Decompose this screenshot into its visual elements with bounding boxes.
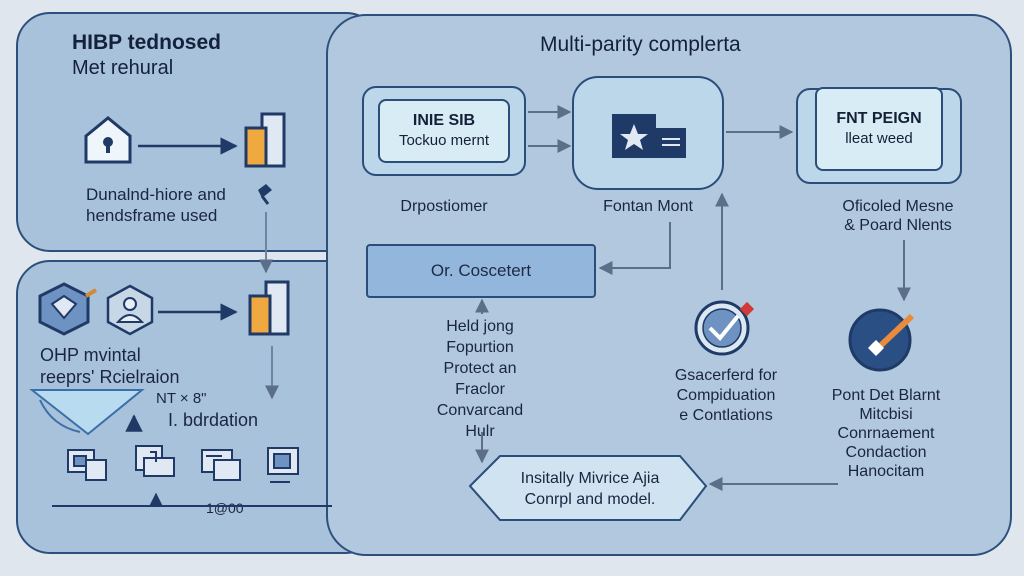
document-stack-icon [244,112,286,168]
result-box: FNT PEIGN lleat weed [815,87,943,171]
result-box-title: FNT PEIGN [836,110,922,127]
left-top-caption-line1: Dunalnd-hiore and [86,185,226,204]
device-icon-2 [135,445,175,477]
lock-shield-icon [84,116,132,164]
left-bottom-formula: NT × 8" [156,390,207,407]
result-caption-line2: & Poard Nlents [844,217,952,234]
left-top-panel [16,12,380,252]
right-caption: Pont Det Blarnt Mitcbisi Conrnaement Con… [831,387,941,480]
source-box: INIE SIB Tockuo mernt [378,99,510,163]
document-stack-icon-2 [248,280,290,336]
diamond-shape-icon [29,389,145,436]
main-title: Multi-parity complerta [540,33,741,56]
center-node-caption: Fontan Mont [603,198,693,215]
check-caption: Gsacerferd for Compiduation e Contlation… [674,367,778,424]
pencil-edit-icon [848,308,915,372]
id-card-icon [612,114,686,158]
result-caption-line1: Oficoled Mesne [842,198,954,215]
left-bottom-axis-label: 1@00 [206,500,244,516]
small-link-icon [258,184,272,205]
source-box-outer: INIE SIB Tockuo mernt [362,86,526,176]
left-bottom-sub: I. bdrdation [168,410,259,430]
left-top-title-line1: HIBP tednosed [72,31,221,54]
result-box-outer: FNT PEIGN lleat weed [796,87,962,184]
device-icon-4 [267,447,299,483]
check-circle-icon [694,300,755,356]
source-box-title: INIE SIB [412,112,476,129]
left-bottom-caption-line1: OHP mvintal [40,345,141,365]
source-box-caption: Drpostiomer [400,198,488,215]
model-hexagon [468,455,708,521]
left-top-title-line2: Met rehural [72,57,174,79]
left-top-caption-line2: hendsframe used [86,206,218,225]
source-box-subtitle: Tockuo mernt [398,132,490,149]
result-box-subtitle: lleat weed [845,130,913,147]
middle-text: Held jong Fopurtion Protect an Fraclor C… [436,318,524,440]
concert-box: Or. Coscetert [366,244,596,298]
hexagon-shield-icon [38,282,90,336]
device-icon-1 [67,449,107,481]
user-hexagon-icon [106,284,154,336]
left-bottom-caption-line2: reeprs' Rcielraion [40,367,180,387]
model-hexagon-text: Insitally Mivrice Ajia Conrpl and model. [520,470,660,508]
device-icon-3 [201,449,241,481]
